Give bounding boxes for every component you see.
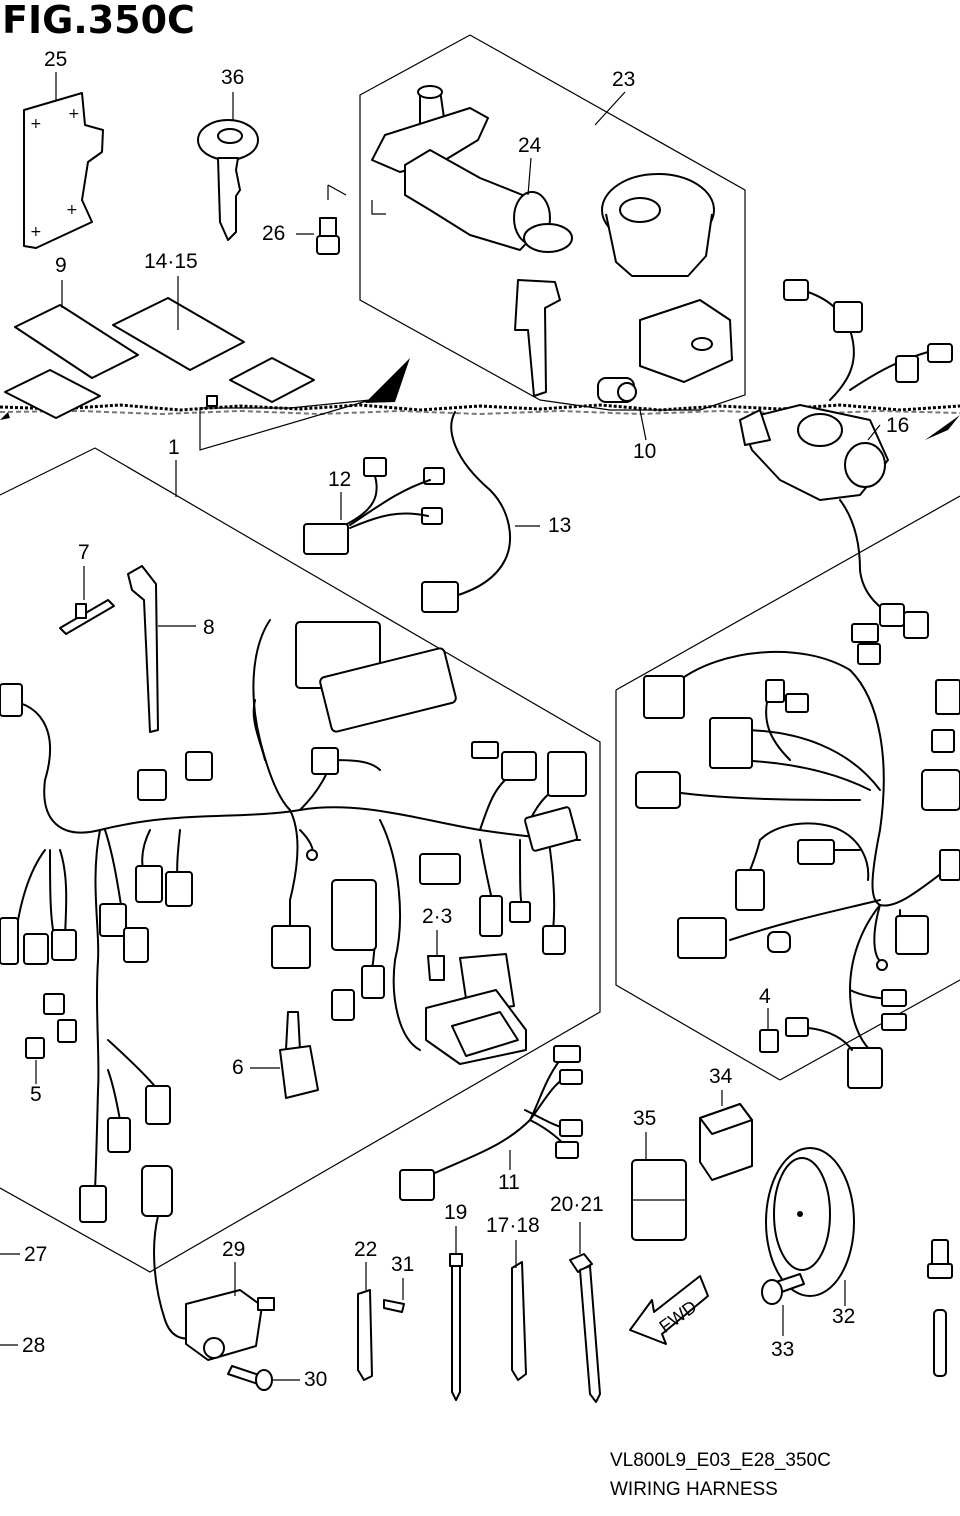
callout-4: 4: [759, 985, 771, 1008]
fwd-arrow: FWD: [629, 1275, 709, 1345]
callout-12: 12: [328, 468, 352, 491]
callout-7: 7: [78, 541, 90, 564]
callout-17-18: 17·18: [486, 1214, 540, 1237]
part-1-harness-box: [0, 447, 601, 1273]
part-right-harness-box: [615, 495, 960, 1081]
callout-29: 29: [222, 1238, 246, 1261]
svg-text:+: +: [30, 224, 42, 240]
part-9-label: [14, 280, 139, 379]
part-35-relay: [631, 1132, 687, 1241]
part-2-3-fusebox: [425, 930, 527, 1065]
part-19-tie: [449, 1226, 463, 1401]
part-16-switch-assembly: [739, 279, 953, 639]
part-22-clamp: [357, 1262, 373, 1381]
part-20-21-tie: [569, 1222, 601, 1403]
callout-14-15: 14·15: [144, 250, 198, 273]
svg-text:+: +: [66, 202, 78, 218]
part-32-horn: [765, 1147, 855, 1306]
callout-11: 11: [498, 1171, 520, 1194]
part-30-bolt: [227, 1365, 300, 1391]
callout-27: 27: [24, 1243, 48, 1266]
part-14-15-labels: [4, 276, 410, 451]
part-23-switch: [639, 299, 733, 383]
figure-caption: WIRING HARNESS: [610, 1479, 778, 1500]
part-4-connector: [759, 1008, 853, 1053]
part-25-sheet: + + + +: [23, 72, 104, 249]
callout-26: 26: [262, 222, 286, 245]
callout-19: 19: [444, 1201, 468, 1224]
callout-6: 6: [232, 1056, 244, 1079]
part-31-screw: [383, 1278, 405, 1313]
part-34-relay: [699, 1090, 753, 1181]
callout-20-21: 20·21: [550, 1193, 604, 1216]
callout-1: 1: [168, 436, 180, 459]
svg-text:+: +: [68, 106, 80, 122]
part-17-18-clamp: [511, 1240, 527, 1381]
callout-2-3: 2·3: [422, 905, 453, 928]
callout-9: 9: [55, 254, 67, 277]
callout-24: 24: [518, 134, 542, 157]
callout-35: 35: [633, 1107, 657, 1130]
part-23-ignition-box: [359, 34, 746, 411]
part-23-cap: [601, 173, 715, 277]
part-29-sensor: [153, 1215, 275, 1361]
part-right-sensor: [927, 1239, 953, 1377]
callout-25: 25: [44, 48, 68, 71]
part-13-wire: [421, 411, 540, 613]
callout-13: 13: [548, 514, 572, 537]
part-33-bolt: [761, 1273, 805, 1336]
figure-title: FIG.350C: [2, 0, 195, 42]
part-8-tie: [127, 565, 196, 733]
part-26-bolt: [296, 184, 386, 255]
part-36-key: [197, 92, 259, 241]
callout-5: 5: [30, 1083, 42, 1106]
callout-22: 22: [354, 1238, 378, 1261]
callout-31: 31: [391, 1253, 415, 1276]
part-10-lock: [597, 377, 647, 441]
part-7-clip: [59, 566, 115, 635]
callout-33: 33: [771, 1338, 795, 1361]
figure-code: VL800L9_E03_E28_350C: [610, 1450, 831, 1471]
callout-36: 36: [221, 66, 245, 89]
arrow-mark-right: [925, 415, 960, 440]
callout-30: 30: [304, 1368, 328, 1391]
part-24-lock: [371, 85, 573, 397]
part-right-harness: [635, 623, 960, 1089]
callout-34: 34: [709, 1065, 733, 1088]
callout-10: 10: [633, 440, 657, 463]
part-12-connector: [303, 457, 445, 555]
part-1-connectors: [0, 621, 587, 1223]
svg-text:+: +: [30, 116, 42, 132]
callout-16: 16: [886, 414, 910, 437]
callout-23: 23: [612, 68, 636, 91]
callout-8: 8: [203, 616, 215, 639]
arrow-mark-left: [0, 412, 10, 420]
part-11-subharness: [399, 1045, 583, 1201]
callout-28: 28: [22, 1334, 46, 1357]
callout-32: 32: [832, 1305, 856, 1328]
